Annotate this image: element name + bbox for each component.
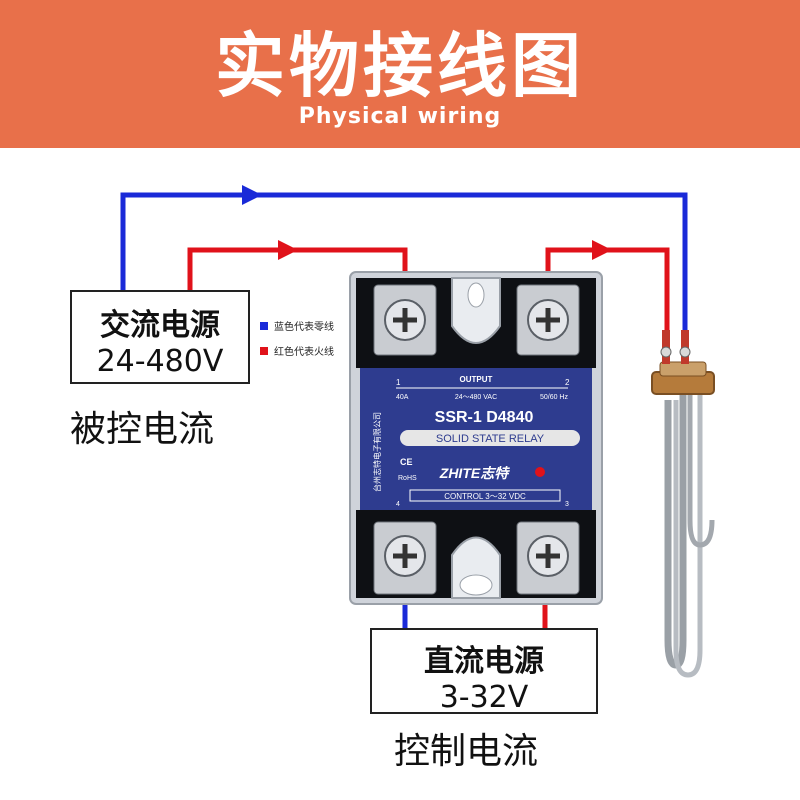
ac-power-supply-box: 交流电源 24-480V bbox=[70, 290, 250, 384]
terminal-4-screw-icon bbox=[373, 521, 437, 595]
ac-supply-voltage: 24-480V bbox=[96, 344, 224, 379]
terminal-1-screw-icon bbox=[373, 284, 437, 356]
blue-swatch-icon bbox=[260, 321, 268, 330]
neutral-wire-top bbox=[120, 192, 688, 362]
dc-power-supply-box: 直流电源 3-32V bbox=[370, 628, 598, 715]
header-banner: 实物接线图 Physical wiring bbox=[0, 0, 800, 148]
load-current-caption: 被控电流 bbox=[70, 409, 215, 450]
terminal-4-number: 4 bbox=[396, 501, 400, 508]
neutral-arrow-icon bbox=[242, 185, 262, 205]
terminal-2-screw-icon bbox=[516, 284, 580, 356]
terminal-2-number: 2 bbox=[565, 378, 570, 387]
control-current-caption: 控制电流 bbox=[394, 731, 539, 772]
control-rating: CONTROL 3～32 VDC bbox=[444, 492, 526, 501]
page-title: 实物接线图 bbox=[215, 25, 585, 107]
brand-logo: ZHITE志特 bbox=[439, 465, 510, 481]
frequency-rating: 50/60 Hz bbox=[540, 394, 569, 401]
live-arrow-icon-1 bbox=[278, 240, 298, 260]
relay-model: SSR-1 D4840 bbox=[435, 409, 534, 426]
legend-live: 红色代表火线 bbox=[260, 343, 334, 358]
dc-supply-voltage: 3-32V bbox=[439, 680, 529, 715]
rohs-mark: RoHS bbox=[398, 475, 417, 482]
status-led-icon bbox=[535, 467, 545, 477]
terminal-3-number: 3 bbox=[565, 501, 569, 508]
terminal-3-screw-icon bbox=[516, 521, 580, 595]
output-label: OUTPUT bbox=[460, 375, 493, 384]
page-subtitle: Physical wiring bbox=[298, 104, 502, 129]
dc-supply-name: 直流电源 bbox=[424, 644, 544, 679]
heater-element-icon bbox=[651, 330, 715, 678]
legend-neutral: 蓝色代表零线 bbox=[260, 318, 334, 333]
output-voltage-rating: 24～480 VAC bbox=[455, 394, 497, 401]
relay-manufacturer: 台州志特电子有限公司 bbox=[372, 412, 382, 492]
legend-neutral-label: 蓝色代表零线 bbox=[274, 322, 334, 333]
solid-state-relay: 1 2 OUTPUT 40A 24～480 VAC 50/60 Hz SSR-1… bbox=[349, 271, 603, 605]
terminal-1-number: 1 bbox=[396, 378, 401, 387]
current-rating: 40A bbox=[396, 394, 409, 401]
ce-mark: CE bbox=[400, 457, 413, 467]
ac-supply-name: 交流电源 bbox=[100, 308, 220, 343]
red-swatch-icon bbox=[260, 346, 268, 355]
legend-live-label: 红色代表火线 bbox=[274, 347, 334, 358]
relay-type: SOLID STATE RELAY bbox=[436, 433, 545, 445]
live-arrow-icon-2 bbox=[592, 240, 612, 260]
